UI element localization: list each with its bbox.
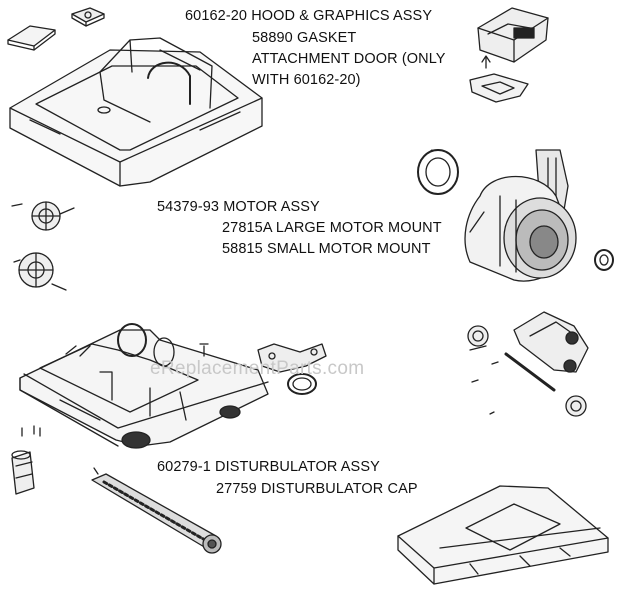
label-hood: 60162-20 HOOD & GRAPHICS ASSY	[185, 8, 433, 24]
label-motor: 54379-93 MOTOR ASSY	[157, 199, 320, 215]
small-tab-part	[7, 25, 56, 51]
belt-ring	[287, 373, 317, 395]
label-small-motor-mount: 58815 SMALL MOTOR MOUNT	[222, 241, 431, 257]
attachment-door	[469, 7, 549, 103]
link-arm	[257, 343, 327, 373]
label-attachment-door-cont: WITH 60162-20)	[252, 72, 361, 88]
base-plate	[397, 485, 609, 585]
label-disturbulator: 60279-1 DISTURBULATOR ASSY	[157, 459, 380, 475]
label-attachment-door: ATTACHMENT DOOR (ONLY	[252, 51, 446, 67]
screws	[21, 343, 499, 437]
small-motor-mount-ring	[594, 249, 614, 271]
label-disturbulator-cap: 27759 DISTURBULATOR CAP	[216, 481, 418, 497]
wheel-bracket-assembly	[467, 311, 589, 417]
hood-assembly	[9, 37, 263, 187]
label-gasket: 58890 GASKET	[252, 30, 357, 46]
watermark: eReplacementParts.com	[150, 358, 365, 379]
base-chassis	[19, 323, 269, 449]
gasket-ring	[417, 149, 459, 195]
left-wheels	[11, 201, 75, 291]
label-large-motor-mount: 27815A LARGE MOTOR MOUNT	[222, 220, 442, 236]
disturbulator-brush	[91, 467, 222, 554]
disturbulator-cap	[11, 450, 35, 495]
small-nut-part	[71, 7, 105, 27]
motor-assembly	[464, 149, 577, 282]
